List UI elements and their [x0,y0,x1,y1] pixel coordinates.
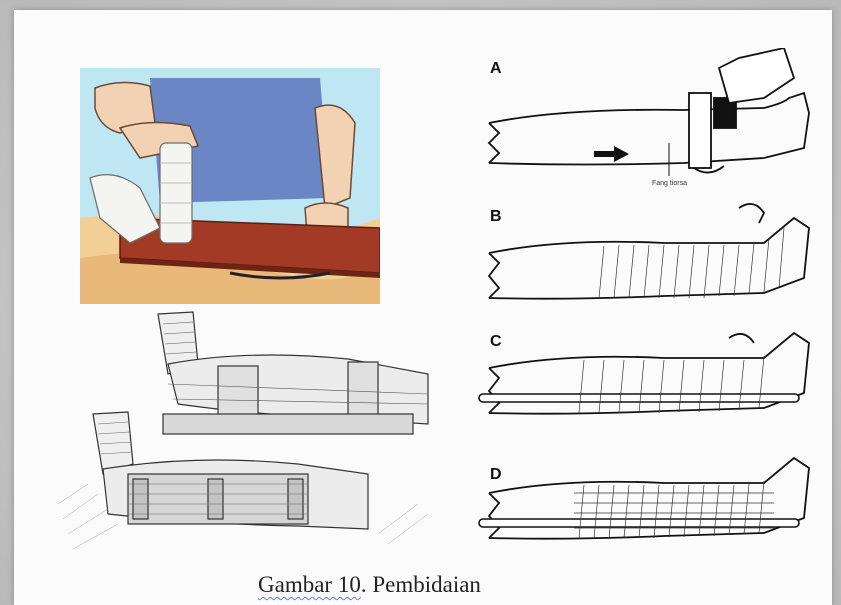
bandaging-steps-diagram: A B C D Fang tiorsa [464,48,824,563]
step-label-b: B [490,208,502,226]
step-label-d: D [490,466,502,484]
step-label-c: C [490,333,502,351]
step-a-annotation: Fang tiorsa [652,180,687,187]
color-illustration-splinting [80,68,380,306]
engraving-svg [48,304,436,558]
color-illustration-svg [80,68,380,306]
steps-svg [464,48,824,563]
caption-figure-number: Gambar 10 [258,572,361,597]
figure-caption: Gambar 10. Pembidaian [258,572,598,598]
step-label-a: A [490,60,502,78]
engraving-illustration-splints [48,304,436,558]
document-page: A B C D Fang tiorsa Gambar 10. Pembidaia… [14,10,832,605]
caption-title: . Pembidaian [361,572,481,597]
